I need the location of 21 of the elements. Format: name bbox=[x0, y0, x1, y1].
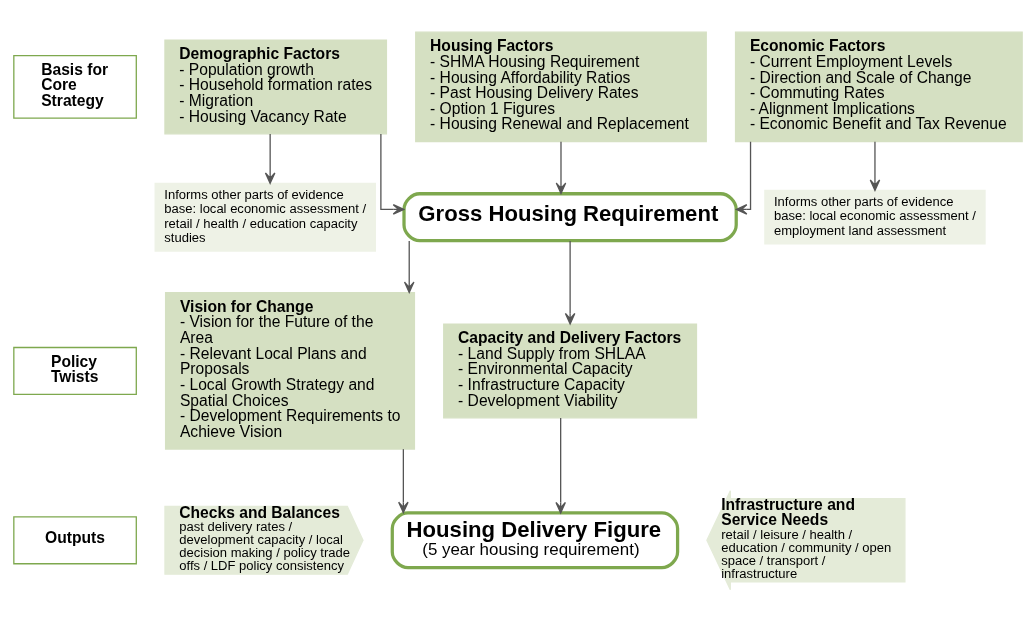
arrow bbox=[555, 140, 567, 194]
node-box: Vision for Change - Vision for the Future of the Area - Relevant Local Plans and Proposals - Local Growth Strategy and Spatial Choices - Development Requirements to Achieve Vision bbox=[164, 291, 416, 450]
arrow bbox=[264, 132, 276, 184]
node-box: Capacity and Delivery Factors - Land Supply from SHLAA - Environmental Capacity - Infrastructure Capacity - Development Viability bbox=[443, 322, 698, 418]
arrow bbox=[735, 140, 752, 215]
arrow bbox=[398, 448, 409, 513]
arrow bbox=[869, 140, 881, 191]
arrow bbox=[555, 416, 566, 514]
node-box: Housing Delivery Figure (5 year housing requirement) bbox=[390, 510, 680, 569]
node-box: Demographic Factors - Population growth - Household formation rates - Migration - Housing Vacancy Rate bbox=[164, 38, 388, 134]
node-box: Informs other parts of evidence base: local economic assessment / retail / health / education capacity studies bbox=[154, 182, 376, 252]
node-box: Outputs bbox=[13, 515, 137, 564]
node-box: Economic Factors - Current Employment Levels - Direction and Scale of Change - Commuting Rates - Alignment Implications - Economic Benefit and Tax Revenue bbox=[734, 31, 1023, 142]
arrow bbox=[403, 239, 415, 293]
node-box: Policy Twists bbox=[13, 346, 137, 395]
arrow bbox=[380, 132, 405, 215]
arrow bbox=[564, 239, 576, 325]
node-box: Housing Factors - SHMA Housing Requirement - Housing Affordability Ratios - Past Housing Delivery Rates - Option 1 Figures - Housing Renewal and Replacement bbox=[415, 31, 707, 142]
node-box: Basis for Core Strategy bbox=[13, 54, 137, 119]
node-box: Gross Housing Requirement bbox=[402, 191, 738, 242]
node-box: Informs other parts of evidence base: local economic assessment / employment land assessment bbox=[764, 189, 986, 245]
